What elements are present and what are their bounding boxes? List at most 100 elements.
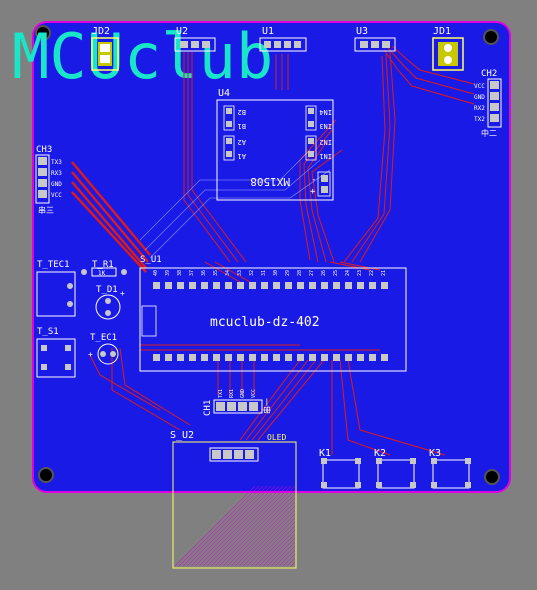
oled-hatch-line — [266, 537, 295, 567]
s-u1-top-pad — [381, 282, 388, 289]
oled-hatch-line — [294, 565, 295, 566]
t-s1-switch[interactable]: T_S1 — [36, 327, 76, 378]
ch1-rot-label: 串一 — [263, 398, 272, 414]
s-u1-mcu[interactable]: S_U1 mcuclub-dz-402 40 39 38 37 36 35 34… — [139, 255, 407, 372]
board-substrate — [32, 21, 511, 493]
s-u1-top-pad — [321, 282, 328, 289]
u4-module[interactable]: U4 B2 B1 A2 A1 IN4 IN3 IN2 IN1 MX1508 - … — [216, 88, 334, 201]
s-u1-top-pin-row — [153, 282, 388, 289]
t-ec1-capacitor[interactable]: T_EC1 + — [88, 333, 119, 365]
s-u1-top-pad — [297, 282, 304, 289]
s-u1-bottom-pad — [369, 354, 376, 361]
s-u1-top-pad — [237, 282, 244, 289]
jd2-label: JD2 — [92, 26, 110, 37]
s-u1-pin-38: 38 — [177, 270, 183, 276]
ch2-label: CH2 — [481, 69, 497, 79]
ch1-label: CH1 — [203, 400, 213, 416]
ch3-rot-label: 串三 — [38, 206, 54, 215]
ch2-header[interactable]: CH2 VCC GND RX2 TX2 中二 — [474, 69, 502, 138]
s-u1-bottom-pad — [273, 354, 280, 361]
s-u1-bottom-pad — [189, 354, 196, 361]
t-ec1-label: T_EC1 — [90, 333, 117, 343]
s-u1-pin-32: 32 — [249, 270, 255, 276]
oled-hatch-line — [270, 541, 295, 567]
s-u1-bottom-pin-row — [153, 354, 388, 361]
jd1-connector[interactable]: JD1 — [432, 26, 464, 71]
ch3-header[interactable]: CH3 TX3 RX3 GND VCC 串三 — [35, 145, 62, 215]
ch3-pin-vcc: VCC — [51, 192, 62, 199]
oled-hatch-line — [299, 486, 379, 566]
s-u1-top-pad — [177, 282, 184, 289]
ch1-pin-tx1: TX1 — [218, 389, 224, 398]
s-u1-bottom-pad — [297, 354, 304, 361]
key-k2[interactable]: K2 — [374, 448, 416, 489]
ch1-pin-vcc: VCC — [251, 389, 257, 398]
u3-header[interactable]: U3 — [354, 26, 396, 52]
s-u1-bottom-pad — [153, 354, 160, 361]
t-d1-plus: + — [120, 289, 125, 298]
s-u2-oled[interactable]: S_U2 OLED — [170, 430, 387, 569]
u1-header[interactable]: U1 — [259, 26, 307, 52]
mcuclub-logo: MCUclub — [12, 20, 273, 93]
u2-header[interactable]: U2 — [174, 26, 216, 52]
s-u1-top-pad — [189, 282, 196, 289]
s-u1-pin-40: 40 — [153, 270, 159, 276]
key-k1[interactable]: K1 — [319, 448, 361, 489]
oled-hatch-line — [246, 517, 295, 567]
s-u1-bottom-pad — [201, 354, 208, 361]
oled-hatch-line — [286, 557, 295, 567]
s-u1-bottom-pad — [261, 354, 268, 361]
u4-in2-label: IN2 — [319, 138, 332, 146]
oled-hatch-line — [307, 486, 387, 566]
oled-hatch-line — [242, 513, 295, 567]
ch2-pin-tx2: TX2 — [474, 116, 485, 123]
oled-hatch-line — [202, 486, 284, 567]
k1-label: K1 — [319, 448, 331, 459]
s-u1-bottom-pad — [237, 354, 244, 361]
oled-hatch-line — [190, 486, 272, 567]
s-u1-bottom-pad — [213, 354, 220, 361]
t-d1-led[interactable]: T_D1 + — [95, 285, 125, 320]
t-tec1-label: T_TEC1 — [37, 260, 70, 270]
s-u1-pin-28: 28 — [297, 270, 303, 276]
oled-hatch-line — [222, 493, 295, 567]
t-s1-label: T_S1 — [37, 327, 59, 337]
u4-plus-label: + — [310, 187, 316, 197]
t-r1-resistor[interactable]: T_R1 1K — [81, 260, 127, 277]
s-u1-top-pad — [309, 282, 316, 289]
s-u1-pin-25: 25 — [333, 270, 339, 276]
s-u1-bottom-pad — [333, 354, 340, 361]
ch3-pin-gnd: GND — [51, 181, 62, 188]
u4-label: U4 — [218, 88, 230, 99]
oled-hatch-line — [214, 486, 295, 567]
t-tec1-sensor[interactable]: T_TEC1 — [36, 260, 76, 317]
s-u1-pin-33: 33 — [237, 270, 243, 276]
u4-a2-label: A2 — [238, 138, 246, 146]
s-u1-pin-34: 34 — [225, 270, 231, 276]
key-k3[interactable]: K3 — [429, 448, 471, 489]
oled-hatch-line — [254, 525, 295, 567]
s-u1-pin-26: 26 — [321, 270, 327, 276]
oled-hatch-line — [226, 497, 295, 567]
oled-label: OLED — [267, 433, 286, 442]
u4-b2-label: B2 — [238, 108, 246, 116]
s-u1-top-pad — [261, 282, 268, 289]
s-u1-top-pad — [165, 282, 172, 289]
s-u1-bottom-pad — [177, 354, 184, 361]
copper-traces — [71, 45, 475, 456]
ch1-header[interactable]: CH1 TX1 RX1 GND VCC 串一 — [203, 389, 272, 416]
jd2-connector[interactable]: JD2 — [91, 26, 119, 71]
oled-keepout-hatch — [174, 486, 387, 567]
s-u1-board-name: mcuclub-dz-402 — [210, 315, 320, 330]
s-u1-bottom-pad — [225, 354, 232, 361]
s-u1-bottom-pad — [321, 354, 328, 361]
u4-a1-label: A1 — [238, 152, 246, 160]
u1-label: U1 — [262, 26, 274, 37]
ch3-pin-tx3: TX3 — [51, 159, 62, 166]
oled-hatch-line — [174, 486, 256, 567]
u3-label: U3 — [356, 26, 368, 37]
ch3-label: CH3 — [36, 145, 52, 155]
oled-hatch-line — [230, 501, 295, 567]
ch2-pin-gnd: GND — [474, 94, 485, 101]
